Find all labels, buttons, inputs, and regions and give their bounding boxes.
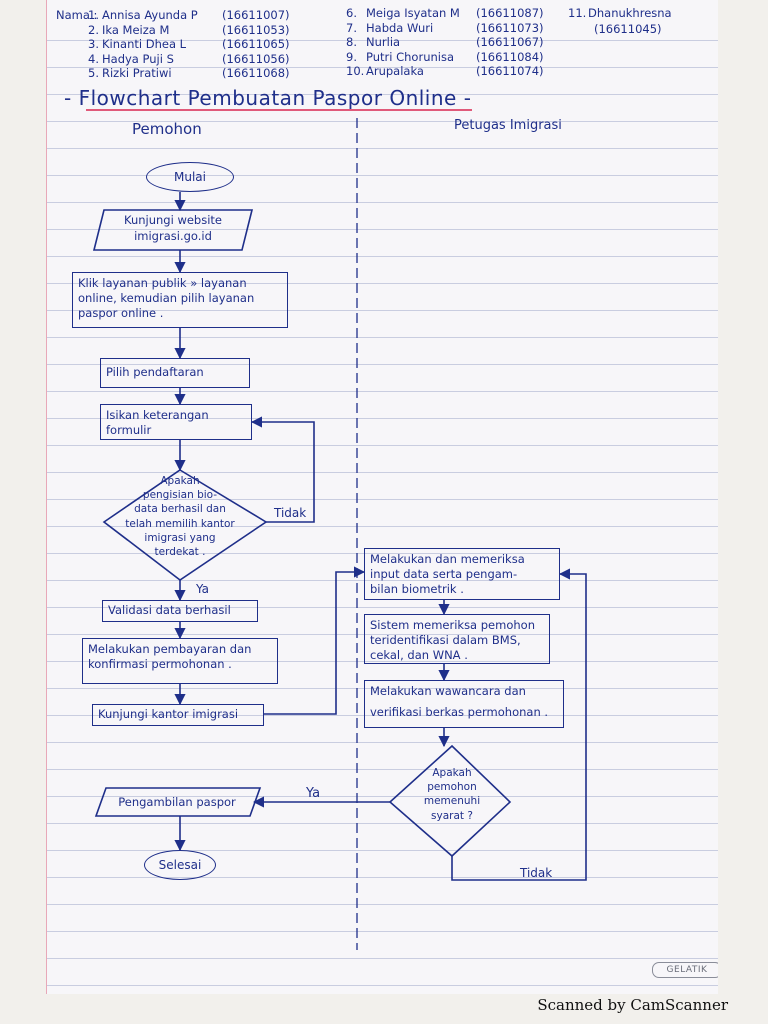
member-nim: (16611065) <box>222 37 290 51</box>
wawancara-process: Melakukan wawancara dan verifikasi berka… <box>364 680 564 728</box>
member-number: 2. <box>88 22 99 37</box>
member-name: Rizki Pratiwi <box>102 66 172 80</box>
website-line-1: Kunjungi website <box>123 213 223 227</box>
member-nim: (16611056) <box>222 51 290 66</box>
names-label: Nama : <box>56 8 98 22</box>
member-name: Annisa Ayunda P <box>102 8 198 22</box>
member-name: Kinanti Dhea L <box>102 37 187 51</box>
member-number: 10. <box>346 64 365 78</box>
formulir-line-1: Isikan keterangan <box>106 408 209 422</box>
pendaftaran-process: Pilih pendaftaran <box>100 358 250 388</box>
edge-kantor-biometrik <box>264 566 366 715</box>
decision1-line-6: terdekat . <box>154 545 206 558</box>
flow-lines <box>86 109 587 950</box>
member-name: Putri Chorunisa <box>366 49 455 64</box>
member-name: Hadya Puji S <box>102 51 174 66</box>
paper-brand-logo: GELATIK <box>652 962 718 978</box>
decision2-line-3: memenuhi <box>423 795 481 808</box>
pembayaran-line-1: Melakukan pembayaran dan <box>88 642 252 656</box>
start-terminal: Mulai <box>146 162 234 192</box>
member-name: Dhanukhresna <box>588 6 672 20</box>
page-title: - Flowchart Pembuatan Paspor Online - <box>64 86 472 110</box>
member-nim: (16611067) <box>476 35 544 49</box>
layanan-line-2: online, kemudian pilih layanan <box>78 290 255 305</box>
pembayaran-process: Melakukan pembayaran dan konfirmasi perm… <box>82 638 278 684</box>
decision2-text: Apakah pemohon memenuhi syarat ? <box>402 766 502 823</box>
decision1-shape <box>102 469 268 581</box>
formulir-process: Isikan keterangan formulir <box>100 404 252 440</box>
decision1-no-label: Tidak <box>274 506 307 520</box>
biometrik-line-1: Melakukan dan memeriksa <box>370 552 525 566</box>
decision1-yes-label: Ya <box>196 582 210 596</box>
decision2-line-2: pemohon <box>427 781 477 794</box>
layanan-line-3: paspor online . <box>78 305 164 320</box>
sistem-line-3: cekal, dan WNA . <box>370 647 468 662</box>
decision1-line-1: Apakah <box>160 475 200 487</box>
decision2-line-1: Apakah <box>432 767 472 779</box>
member-number: 5. <box>88 66 99 80</box>
scanner-watermark: Scanned by CamScanner <box>537 996 728 1014</box>
member-nim: (16611073) <box>476 20 544 35</box>
pengambilan-io-shape <box>94 787 262 817</box>
member-nim: (16611053) <box>222 22 290 37</box>
notebook-page: Nama : 1.Annisa Ayunda P (16611007) 2.Ika … <box>46 0 718 994</box>
member-name: Meiga Isyatan M <box>366 6 460 20</box>
lane-label-petugas: Petugas Imigrasi <box>454 118 562 133</box>
website-line-2: imigrasi.go.id <box>134 229 212 244</box>
member-nim: (16611007) <box>222 8 290 22</box>
wawancara-line-2: verifikasi berkas permohonan . <box>370 704 549 719</box>
decision1-line-3: data berhasil dan <box>134 503 226 516</box>
member-name: Habda Wuri <box>366 20 434 35</box>
member-number: 1. <box>88 8 99 22</box>
wawancara-line-1: Melakukan wawancara dan <box>370 684 526 698</box>
member-name: Ika Meiza M <box>102 22 170 37</box>
validasi-process: Validasi data berhasil <box>102 600 258 622</box>
biometrik-line-2: input data serta pengam- <box>370 566 518 581</box>
sistem-line-1: Sistem memeriksa pemohon <box>370 618 535 632</box>
member-nim: (16611045) <box>594 22 662 36</box>
kunjungi-kantor-process: Kunjungi kantor imigrasi <box>92 704 264 726</box>
website-io: Kunjungi website imigrasi.go.id <box>98 212 248 244</box>
decision2-line-4: syarat ? <box>431 809 473 822</box>
decision2-no-label: Tidak <box>520 866 553 880</box>
member-name: Arupalaka <box>366 64 424 78</box>
edge-decision2-no <box>451 568 587 881</box>
pembayaran-line-2: konfirmasi permohonan . <box>88 656 232 671</box>
member-name: Nurlia <box>366 35 401 49</box>
member-nim: (16611068) <box>222 66 290 80</box>
decision1-line-4: telah memilih kantor <box>125 517 235 530</box>
member-number: 3. <box>88 37 99 51</box>
member-number: 6. <box>346 6 357 20</box>
member-number: 8. <box>346 35 357 49</box>
sistem-process: Sistem memeriksa pemohon teridentifikasi… <box>364 614 550 664</box>
decision1-line-5: imigrasi yang <box>144 531 216 544</box>
lane-label-pemohon: Pemohon <box>132 120 202 138</box>
end-terminal: Selesai <box>144 850 216 880</box>
sistem-line-2: teridentifikasi dalam BMS, <box>370 632 521 647</box>
pengambilan-io: Pengambilan paspor <box>118 795 236 809</box>
member-nim: (16611087) <box>476 6 544 20</box>
biometrik-line-3: bilan biometrik . <box>370 581 464 596</box>
member-number: 9. <box>346 49 357 64</box>
website-io-shape <box>92 209 254 251</box>
margin-line <box>46 0 47 994</box>
layanan-process: Klik layanan publik » layanan online, ke… <box>72 272 288 328</box>
member-number: 11. <box>568 6 587 20</box>
member-number: 7. <box>346 20 357 35</box>
member-nim: (16611084) <box>476 49 544 64</box>
decision1-line-2: pengisian bio- <box>142 489 218 502</box>
formulir-line-2: formulir <box>106 422 152 437</box>
biometrik-process: Melakukan dan memeriksa input data serta… <box>364 548 560 600</box>
edge-decision1-no <box>250 416 315 523</box>
member-nim: (16611074) <box>476 64 544 78</box>
decision1-text: Apakah pengisian bio- data berhasil dan … <box>110 474 250 559</box>
layanan-line-1: Klik layanan publik » layanan <box>78 276 247 290</box>
decision2-yes-label: Ya <box>306 786 321 801</box>
member-number: 4. <box>88 51 99 66</box>
decision2-shape <box>388 744 512 858</box>
